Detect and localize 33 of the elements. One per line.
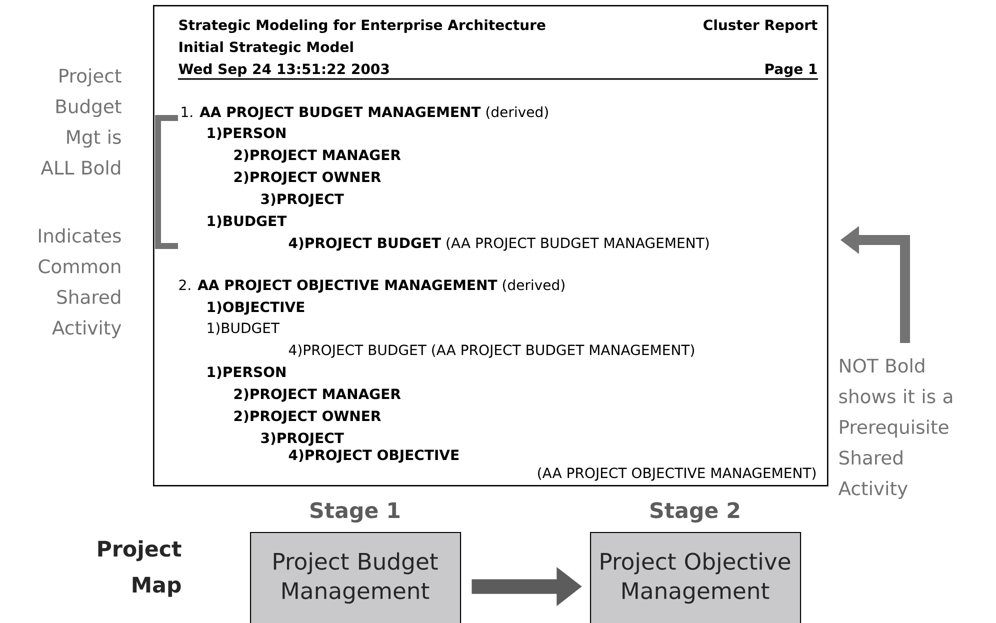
stage-box bbox=[250, 532, 462, 623]
report-line: 3)PROJECT bbox=[261, 193, 344, 207]
report-line: 1. AA PROJECT BUDGET MANAGEMENT (derived) bbox=[182, 106, 548, 120]
report-line: 2)PROJECT MANAGER bbox=[234, 388, 401, 402]
report-line: 1)OBJECTIVE bbox=[208, 301, 304, 315]
report-line: 2)PROJECT OWNER bbox=[234, 410, 381, 424]
report-heading: Page 1 bbox=[766, 64, 817, 77]
report-line: 2. AA PROJECT OBJECTIVE MANAGEMENT (derived) bbox=[179, 279, 564, 293]
report-line: 1)PERSON bbox=[208, 366, 286, 379]
box-text: Project Budget Management bbox=[274, 552, 438, 604]
annotation: Indicates Common Shared Activity bbox=[38, 228, 122, 338]
row-label: Project Map bbox=[98, 540, 182, 597]
report-heading: Strategic Modeling for Enterprise Architecture bbox=[179, 19, 546, 33]
stage-heading: Stage 2 bbox=[650, 502, 740, 523]
report-line: 4)PROJECT BUDGET (AA PROJECT BUDGET MANAGEMENT) bbox=[288, 237, 709, 251]
report-line: 2)PROJECT MANAGER bbox=[234, 149, 401, 163]
report-line: 3)PROJECT bbox=[261, 432, 344, 446]
report-heading: Cluster Report bbox=[704, 19, 818, 33]
report-line: 4)PROJECT OBJECTIVE bbox=[288, 449, 459, 463]
report-heading: Initial Strategic Model bbox=[180, 41, 353, 55]
report-line: 2)PROJECT OWNER bbox=[234, 171, 381, 185]
report-heading: Wed Sep 24 13:51:22 2003 bbox=[178, 63, 389, 77]
report-line: 1)BUDGET bbox=[208, 322, 280, 335]
box-text: Project Objective Management bbox=[600, 552, 790, 604]
stage-heading: Stage 1 bbox=[310, 502, 400, 523]
report-frame bbox=[153, 5, 828, 486]
stage-box bbox=[590, 532, 802, 623]
annotation: Project Budget Mgt is ALL Bold bbox=[40, 68, 122, 175]
report-line: 4)PROJECT BUDGET (AA PROJECT BUDGET MANAGEMENT) bbox=[288, 344, 694, 358]
report-line: 1)PERSON bbox=[208, 127, 286, 140]
annotation: NOT Bold shows it is a Prerequisite Shared Activity bbox=[838, 358, 952, 499]
report-line: 1)BUDGET bbox=[208, 215, 287, 228]
report-line: (AA PROJECT OBJECTIVE MANAGEMENT) bbox=[538, 467, 816, 481]
